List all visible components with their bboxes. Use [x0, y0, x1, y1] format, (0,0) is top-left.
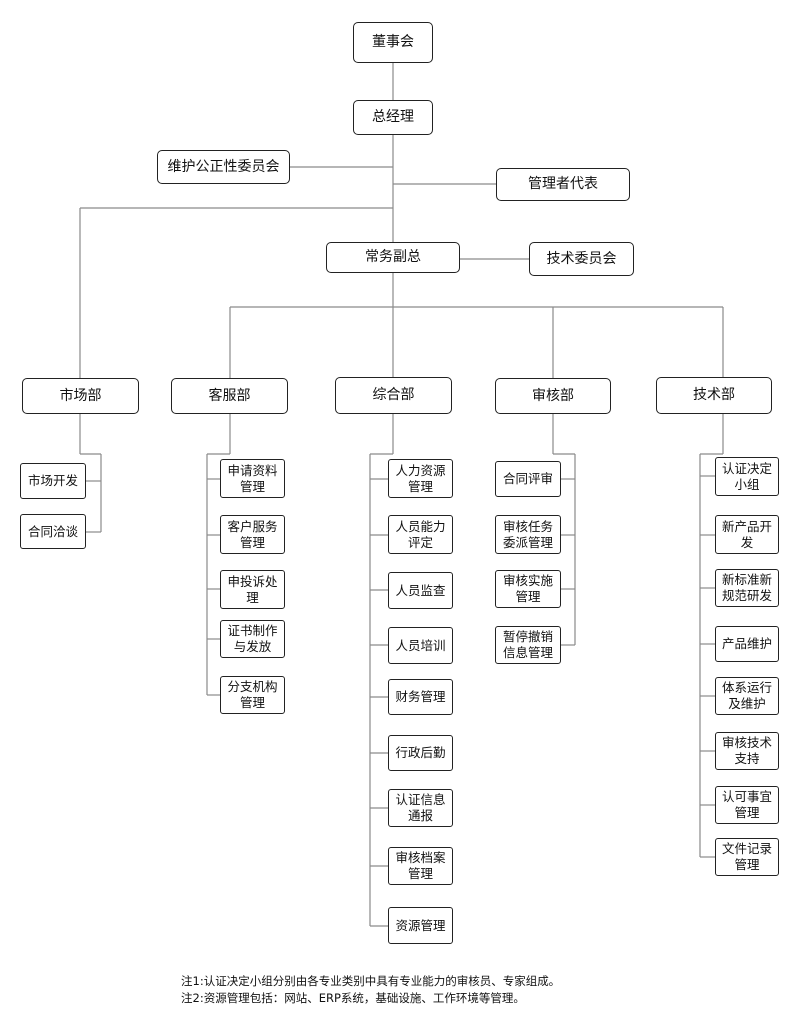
tech-item-label: 文件记录管理	[721, 841, 772, 872]
board-label: 董事会	[372, 34, 414, 50]
audit-item-label: 合同评审	[502, 471, 553, 486]
service-item: 客户服务管理	[220, 515, 285, 554]
market-dept-box: 市场部	[22, 378, 139, 414]
executive-vice-president-label: 常务副总	[365, 249, 421, 265]
tech-item: 体系运行及维护	[715, 677, 779, 715]
service-dept-box: 客服部	[171, 378, 288, 414]
general-item: 人员能力评定	[388, 515, 453, 554]
service-item-label: 证书制作与发放	[227, 623, 278, 654]
general-dept-box: 综合部	[335, 377, 452, 414]
service-item: 分支机构管理	[220, 676, 285, 714]
general-manager-box: 总经理	[353, 100, 433, 135]
tech-item: 文件记录管理	[715, 838, 779, 876]
impartiality-committee-label: 维护公正性委员会	[167, 158, 280, 175]
tech-item: 认可事宜管理	[715, 786, 779, 824]
tech-item-label: 体系运行及维护	[721, 680, 772, 711]
market-item: 合同洽谈	[20, 514, 86, 549]
management-representative-box: 管理者代表	[496, 168, 630, 201]
impartiality-committee-box: 维护公正性委员会	[157, 150, 290, 184]
tech-item-label: 新标准新规范研发	[721, 572, 772, 603]
tech-item-label: 产品维护	[721, 636, 772, 651]
tech-item-label: 新产品开发	[721, 518, 772, 550]
audit-item: 合同评审	[495, 461, 561, 497]
general-item: 审核档案管理	[388, 847, 453, 885]
technical-committee-box: 技术委员会	[529, 242, 634, 276]
market-item-label: 市场开发	[27, 473, 78, 488]
service-item-label: 客户服务管理	[227, 518, 278, 550]
audit-item: 审核实施管理	[495, 570, 561, 608]
general-item: 资源管理	[388, 907, 453, 944]
footnotes: 注1:认证决定小组分别由各专业类别中具有专业能力的审核员、专家组成。 注2:资源…	[181, 973, 560, 1007]
tech-item: 新产品开发	[715, 515, 779, 554]
general-item-label: 审核档案管理	[395, 850, 446, 881]
tech-dept-label: 技术部	[693, 387, 735, 403]
general-item-label: 行政后勤	[395, 745, 446, 760]
footnote-1: 注1:认证决定小组分别由各专业类别中具有专业能力的审核员、专家组成。	[181, 974, 561, 988]
general-item-label: 认证信息通报	[395, 792, 446, 823]
service-item: 申投诉处理	[220, 570, 285, 609]
executive-vice-president-box: 常务副总	[326, 242, 460, 273]
audit-item-label: 暂停撤销信息管理	[502, 629, 553, 660]
tech-item-label: 认证决定小组	[721, 460, 772, 492]
general-item: 财务管理	[388, 679, 453, 715]
market-dept-label: 市场部	[59, 387, 102, 404]
general-item-label: 人力资源管理	[395, 462, 446, 494]
audit-dept-label: 审核部	[532, 387, 574, 404]
service-item-label: 分支机构管理	[227, 679, 278, 710]
general-item-label: 财务管理	[395, 689, 446, 704]
audit-dept-box: 审核部	[495, 378, 611, 414]
general-item: 认证信息通报	[388, 789, 453, 827]
general-item: 行政后勤	[388, 735, 453, 771]
market-item: 市场开发	[20, 463, 86, 499]
audit-item-label: 审核实施管理	[502, 573, 553, 604]
general-item-label: 人员能力评定	[395, 518, 446, 550]
general-item: 人员培训	[388, 627, 453, 664]
service-item: 申请资料管理	[220, 459, 285, 498]
tech-dept-box: 技术部	[656, 377, 772, 414]
tech-item-label: 审核技术支持	[721, 735, 772, 766]
tech-item: 审核技术支持	[715, 732, 779, 770]
general-item: 人员监查	[388, 572, 453, 609]
general-item-label: 人员培训	[395, 637, 446, 653]
service-item-label: 申投诉处理	[227, 573, 278, 605]
general-item-label: 资源管理	[395, 917, 446, 933]
tech-item-label: 认可事宜管理	[721, 789, 772, 820]
general-dept-label: 综合部	[372, 387, 415, 403]
general-item-label: 人员监查	[395, 582, 446, 598]
tech-item: 产品维护	[715, 626, 779, 662]
footnote-2: 注2:资源管理包括：网站、ERP系统，基础设施、工作环境等管理。	[181, 991, 525, 1005]
management-representative-label: 管理者代表	[528, 176, 598, 192]
service-item-label: 申请资料管理	[227, 462, 278, 494]
general-item: 人力资源管理	[388, 459, 453, 498]
service-dept-label: 客服部	[208, 387, 251, 404]
tech-item: 新标准新规范研发	[715, 569, 779, 607]
service-item: 证书制作与发放	[220, 620, 285, 658]
audit-item: 暂停撤销信息管理	[495, 626, 561, 664]
board-box: 董事会	[353, 22, 433, 63]
audit-item-label: 审核任务委派管理	[502, 518, 553, 550]
audit-item: 审核任务委派管理	[495, 515, 561, 554]
technical-committee-label: 技术委员会	[546, 250, 617, 267]
tech-item: 认证决定小组	[715, 457, 779, 496]
market-item-label: 合同洽谈	[27, 523, 78, 539]
general-manager-label: 总经理	[372, 109, 414, 125]
